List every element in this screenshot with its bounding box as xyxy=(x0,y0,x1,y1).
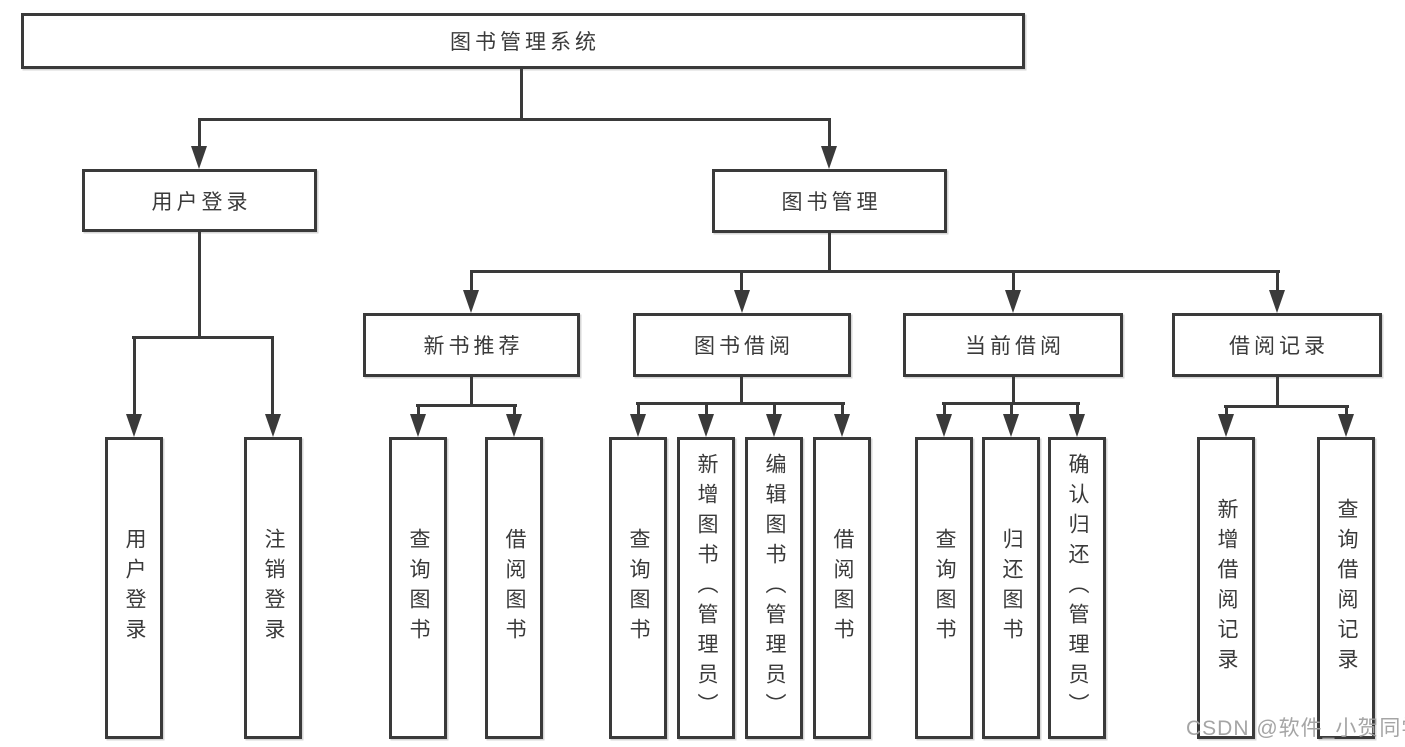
edge-login-stem xyxy=(198,230,201,338)
node-label: 用户登录 xyxy=(151,190,252,214)
arrow-down-icon xyxy=(1218,414,1234,437)
leaf-edit-books-admin: 编辑图书（管理员） xyxy=(745,437,803,739)
node-book-management: 图书管理 xyxy=(712,169,947,233)
arrow-down-icon xyxy=(126,414,142,437)
edge-records-rail xyxy=(1224,405,1349,408)
edge-to-new-book xyxy=(470,270,473,293)
edge-borrow-rail xyxy=(636,402,845,405)
edge-to-book-management xyxy=(828,118,831,149)
arrow-down-icon xyxy=(506,414,522,437)
edge-mgmt-stem xyxy=(828,231,831,272)
leaf-label: 编辑图书（管理员） xyxy=(763,453,787,723)
leaf-borrow-books-borrow: 借阅图书 xyxy=(813,437,871,739)
leaf-add-borrow-record: 新增借阅记录 xyxy=(1197,437,1255,739)
leaf-label: 借阅图书 xyxy=(503,528,527,648)
leaf-label: 查询图书 xyxy=(627,528,651,648)
edge-leaf-stem xyxy=(417,404,420,417)
edge-leaf-stem xyxy=(513,404,516,417)
node-new-book-recommend: 新书推荐 xyxy=(363,313,580,377)
edge-to-leaf-user-login xyxy=(133,336,136,416)
edge-borrow-stem xyxy=(740,375,743,405)
leaf-add-books-admin: 新增图书（管理员） xyxy=(677,437,735,739)
node-current-borrowing: 当前借阅 xyxy=(903,313,1123,377)
leaf-label: 新增图书（管理员） xyxy=(695,453,719,723)
node-label: 当前借阅 xyxy=(965,335,1065,358)
edge-leaf-stem xyxy=(841,402,844,417)
edge-leaf-stem xyxy=(1345,405,1348,417)
leaf-label: 借阅图书 xyxy=(831,528,855,648)
node-label: 图书管理系统 xyxy=(450,31,600,54)
node-user-login: 用户登录 xyxy=(82,169,317,232)
edge-root-stem xyxy=(520,67,523,120)
arrow-down-icon xyxy=(1269,290,1285,313)
edge-to-leaf-logout xyxy=(271,336,274,416)
node-library-system: 图书管理系统 xyxy=(21,13,1025,69)
arrow-down-icon xyxy=(821,146,837,169)
arrow-down-icon xyxy=(734,290,750,313)
edge-to-current-borrow xyxy=(1012,270,1015,293)
leaf-label: 查询图书 xyxy=(407,528,431,648)
leaf-user-login: 用户登录 xyxy=(105,437,163,739)
leaf-label: 用户登录 xyxy=(123,528,147,648)
edge-leaf-stem xyxy=(637,402,640,417)
edge-leaf-stem xyxy=(705,402,708,417)
leaf-borrow-books-newbook: 借阅图书 xyxy=(485,437,543,739)
edge-mgmt-rail xyxy=(470,270,1280,273)
leaf-confirm-return-admin: 确认归还（管理员） xyxy=(1048,437,1106,739)
leaf-label: 注销登录 xyxy=(262,528,286,648)
edge-to-user-login xyxy=(198,118,201,149)
arrow-down-icon xyxy=(191,146,207,169)
leaf-query-books-newbook: 查询图书 xyxy=(389,437,447,739)
leaf-label: 归还图书 xyxy=(1000,528,1024,648)
edge-leaf-stem xyxy=(1076,402,1079,417)
arrow-down-icon xyxy=(463,290,479,313)
leaf-logout-login: 注销登录 xyxy=(244,437,302,739)
edge-current-stem xyxy=(1012,375,1015,405)
leaf-return-books: 归还图书 xyxy=(982,437,1040,739)
edge-root-rail xyxy=(198,118,831,121)
edge-records-stem xyxy=(1276,375,1279,408)
node-book-borrowing: 图书借阅 xyxy=(633,313,851,377)
arrow-down-icon xyxy=(1005,290,1021,313)
arrow-down-icon xyxy=(1003,414,1019,437)
leaf-label: 新增借阅记录 xyxy=(1215,498,1239,678)
leaf-label: 确认归还（管理员） xyxy=(1066,453,1090,723)
edge-leaf-stem xyxy=(773,402,776,417)
leaf-label: 查询借阅记录 xyxy=(1335,498,1359,678)
csdn-watermark: CSDN @软件_小贺同学 xyxy=(1186,717,1405,740)
arrow-down-icon xyxy=(1069,414,1085,437)
node-borrowing-records: 借阅记录 xyxy=(1172,313,1382,377)
arrow-down-icon xyxy=(265,414,281,437)
node-label: 借阅记录 xyxy=(1229,335,1329,358)
edge-login-rail xyxy=(132,336,274,339)
edge-newbook-stem xyxy=(470,375,473,406)
arrow-down-icon xyxy=(936,414,952,437)
leaf-label: 查询图书 xyxy=(933,528,957,648)
edge-to-borrow-records xyxy=(1276,270,1279,293)
arrow-down-icon xyxy=(698,414,714,437)
arrow-down-icon xyxy=(410,414,426,437)
arrow-down-icon xyxy=(1338,414,1354,437)
edge-to-book-borrow xyxy=(740,270,743,293)
edge-leaf-stem xyxy=(943,402,946,417)
arrow-down-icon xyxy=(630,414,646,437)
node-label: 图书借阅 xyxy=(694,335,794,358)
arrow-down-icon xyxy=(766,414,782,437)
edge-newbook-rail xyxy=(416,404,517,407)
edge-leaf-stem xyxy=(1010,402,1013,417)
node-label: 新书推荐 xyxy=(423,335,524,358)
leaf-query-books-borrow: 查询图书 xyxy=(609,437,667,739)
node-label: 图书管理 xyxy=(781,191,882,214)
leaf-query-borrow-record: 查询借阅记录 xyxy=(1317,437,1375,739)
edge-leaf-stem xyxy=(1225,405,1228,417)
leaf-query-books-current: 查询图书 xyxy=(915,437,973,739)
arrow-down-icon xyxy=(834,414,850,437)
